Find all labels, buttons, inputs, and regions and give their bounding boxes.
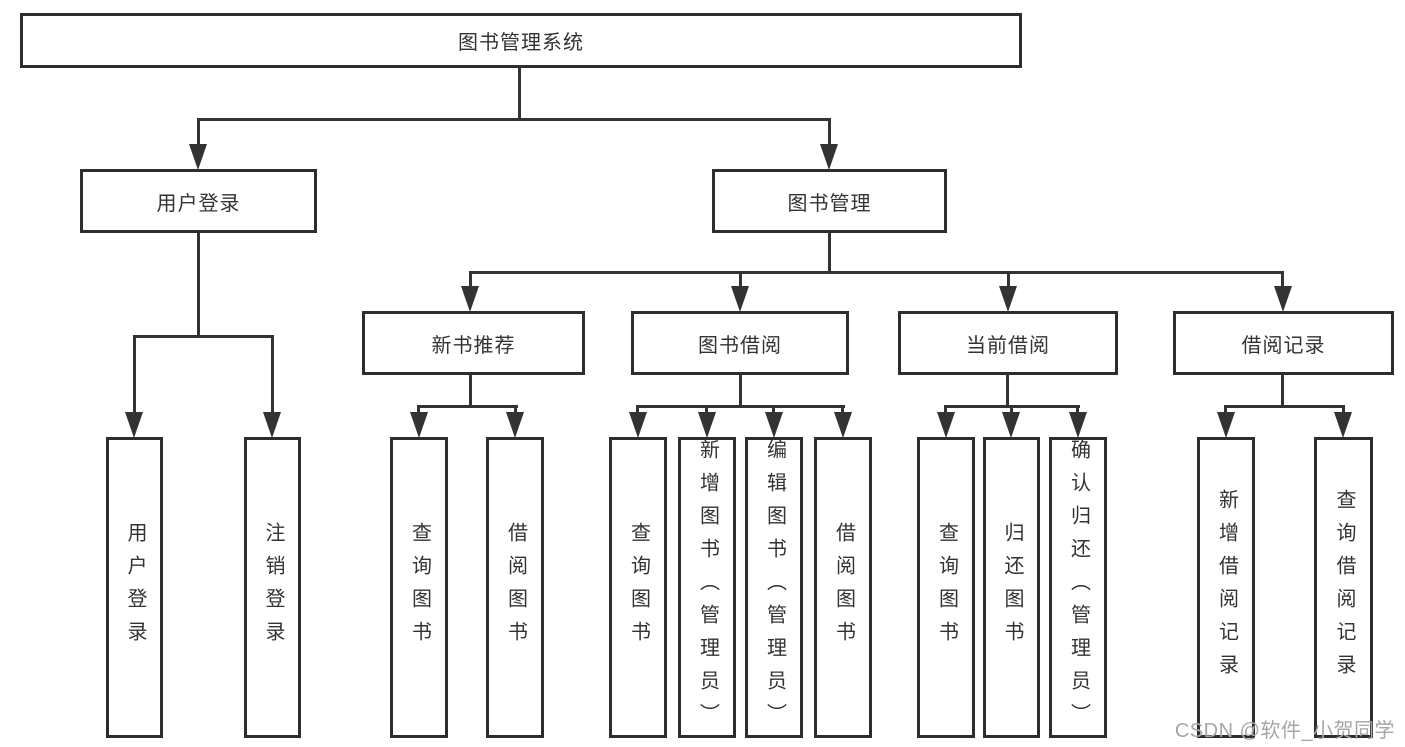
- connector-line: [469, 271, 1284, 274]
- arrowhead-down-icon: [937, 412, 955, 438]
- connector-line: [1281, 271, 1284, 287]
- leaf-label: 新增图书（管理员）: [696, 439, 719, 736]
- connector-line: [417, 405, 518, 408]
- leaf-label: 查询借阅记录: [1333, 488, 1355, 687]
- leaf-confirm-return-admin: 确认归还（管理员）: [1049, 437, 1107, 738]
- leaf-label: 用户登录: [124, 521, 146, 654]
- connector-line: [636, 405, 845, 408]
- arrowhead-down-icon: [461, 286, 479, 312]
- connector-line: [739, 374, 742, 408]
- arrowhead-down-icon: [765, 412, 783, 438]
- leaf-label: 借阅图书: [832, 521, 855, 654]
- leaf-borrow-books-1: 借阅图书: [486, 437, 544, 738]
- arrowhead-down-icon: [698, 412, 716, 438]
- leaf-label: 编辑图书（管理员）: [763, 439, 786, 736]
- leaf-query-books-1: 查询图书: [390, 437, 448, 738]
- connector-line: [1006, 374, 1009, 408]
- connector-line: [1007, 271, 1010, 287]
- arrowhead-down-icon: [506, 412, 524, 438]
- connector-line: [705, 405, 708, 413]
- node-new-book-recommendation: 新书推荐: [362, 311, 585, 375]
- connector-line: [197, 233, 200, 338]
- leaf-return-books: 归还图书: [983, 437, 1040, 738]
- connector-line: [417, 405, 420, 413]
- node-label: 图书管理系统: [458, 32, 584, 54]
- arrowhead-down-icon: [125, 412, 143, 438]
- node-current-borrowing: 当前借阅: [898, 311, 1118, 375]
- leaf-edit-books-admin: 编辑图书（管理员）: [745, 437, 803, 738]
- connector-line: [1224, 405, 1227, 413]
- leaf-user-login: 用户登录: [106, 437, 163, 738]
- node-label: 图书管理: [787, 192, 872, 215]
- leaf-query-books-2: 查询图书: [609, 437, 667, 738]
- leaf-label: 查询图书: [935, 521, 958, 654]
- connector-line: [197, 118, 200, 146]
- connector-line: [841, 405, 844, 413]
- node-label: 借阅记录: [1241, 334, 1326, 357]
- connector-line: [828, 118, 831, 146]
- node-label: 当前借阅: [966, 334, 1050, 357]
- leaf-label: 查询图书: [627, 521, 650, 654]
- leaf-query-borrow-record: 查询借阅记录: [1314, 437, 1373, 738]
- node-label: 图书借阅: [698, 334, 782, 357]
- connector-line: [944, 405, 947, 413]
- connector-line: [271, 335, 274, 413]
- leaf-label: 归还图书: [1001, 521, 1023, 654]
- arrowhead-down-icon: [1002, 412, 1020, 438]
- connector-line: [1281, 374, 1284, 408]
- connector-line: [133, 335, 274, 338]
- connector-line: [1076, 405, 1079, 413]
- connector-line: [133, 335, 136, 413]
- node-user-login: 用户登录: [80, 169, 317, 233]
- arrowhead-down-icon: [629, 412, 647, 438]
- node-label: 用户登录: [156, 192, 241, 215]
- leaf-label: 查询图书: [408, 521, 431, 654]
- connector-line: [469, 374, 472, 408]
- connector-line: [1224, 405, 1345, 408]
- arrowhead-down-icon: [263, 412, 281, 438]
- leaf-label: 注销登录: [262, 521, 284, 654]
- watermark: CSDN @软件_小贺同学: [1174, 720, 1395, 742]
- leaf-borrow-books-2: 借阅图书: [814, 437, 872, 738]
- leaf-add-books-admin: 新增图书（管理员）: [678, 437, 736, 738]
- leaf-label: 借阅图书: [504, 521, 527, 654]
- connector-line: [636, 405, 639, 413]
- node-book-borrowing: 图书借阅: [631, 311, 849, 375]
- arrowhead-down-icon: [820, 144, 838, 170]
- leaf-label: 新增借阅记录: [1215, 488, 1238, 687]
- arrowhead-down-icon: [999, 286, 1017, 312]
- leaf-label: 确认归还（管理员）: [1067, 439, 1090, 736]
- connector-line: [514, 405, 517, 413]
- connector-line: [197, 118, 831, 121]
- arrowhead-down-icon: [410, 412, 428, 438]
- arrowhead-down-icon: [1217, 412, 1235, 438]
- node-book-management: 图书管理: [712, 169, 947, 233]
- arrowhead-down-icon: [189, 144, 207, 170]
- arrowhead-down-icon: [1334, 412, 1352, 438]
- connector-line: [469, 271, 472, 287]
- connector-line: [772, 405, 775, 413]
- node-borrowing-records: 借阅记录: [1173, 311, 1394, 375]
- node-library-management-system: 图书管理系统: [20, 13, 1022, 68]
- node-label: 新书推荐: [431, 334, 516, 357]
- connector-line: [1342, 405, 1345, 413]
- arrowhead-down-icon: [1274, 286, 1292, 312]
- arrowhead-down-icon: [1069, 412, 1087, 438]
- connector-line: [518, 68, 521, 120]
- connector-line: [828, 233, 831, 274]
- arrowhead-down-icon: [731, 286, 749, 312]
- connector-line: [1010, 405, 1013, 413]
- arrowhead-down-icon: [834, 412, 852, 438]
- leaf-query-books-3: 查询图书: [917, 437, 975, 738]
- leaf-add-borrow-record: 新增借阅记录: [1197, 437, 1255, 738]
- leaf-logout: 注销登录: [244, 437, 301, 738]
- connector-line: [739, 271, 742, 287]
